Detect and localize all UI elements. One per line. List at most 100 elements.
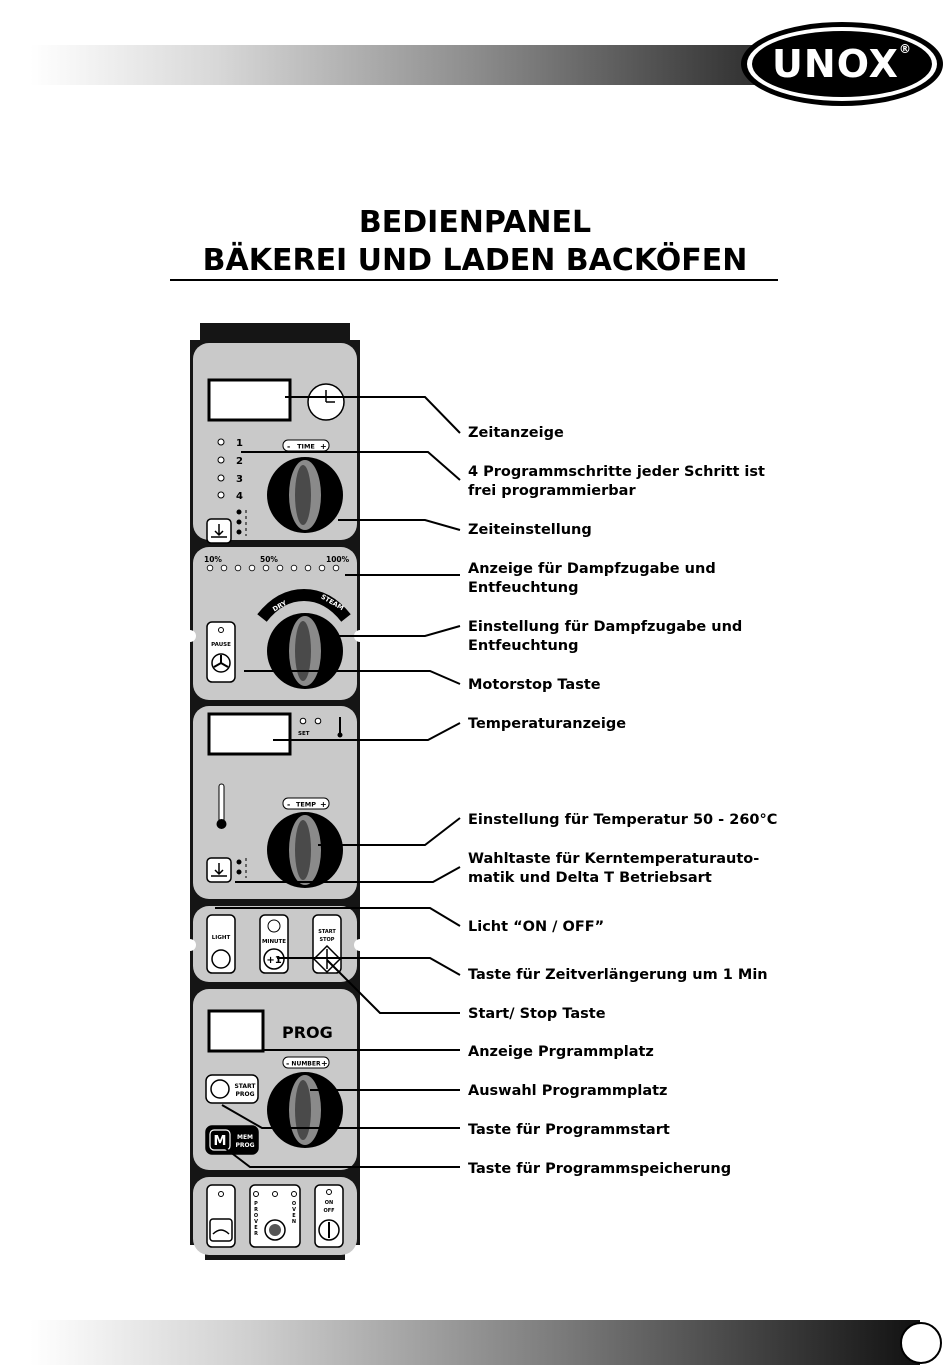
humidity-scale-50: 50% bbox=[260, 555, 278, 564]
temp-knob-arc-label bbox=[282, 797, 330, 810]
callout-zeitanzeige: Zeitanzeige bbox=[468, 425, 564, 441]
pause-button[interactable] bbox=[206, 621, 236, 683]
page-title-line1: BEDIENPANEL bbox=[358, 205, 592, 240]
start-prog-button[interactable] bbox=[205, 1074, 259, 1104]
plus-one-label: +1 bbox=[266, 955, 281, 966]
step-label-2: 2 bbox=[236, 456, 243, 467]
minute-label: MINUTE bbox=[262, 939, 286, 945]
prover-oven-selector[interactable] bbox=[249, 1184, 301, 1248]
step-label-3: 3 bbox=[236, 474, 243, 485]
right-notch-2 bbox=[354, 939, 366, 951]
set-label: SET bbox=[298, 731, 310, 737]
prover-letter-o: O bbox=[254, 1213, 258, 1219]
start-label: START bbox=[318, 929, 336, 935]
left-notch-2 bbox=[184, 939, 196, 951]
leader-line-11 bbox=[277, 957, 461, 976]
leader-line-9 bbox=[235, 866, 461, 883]
number-plus: + bbox=[321, 1059, 328, 1068]
prover-letter-r2: R bbox=[254, 1231, 258, 1237]
step-label-1: 1 bbox=[236, 438, 243, 449]
mem-prog-label-1: MEM bbox=[237, 1134, 253, 1141]
on-off-switch[interactable] bbox=[314, 1184, 344, 1248]
humidifier-button[interactable] bbox=[206, 1184, 236, 1248]
on-label: ON bbox=[325, 1200, 333, 1206]
pause-label: PAUSE bbox=[211, 642, 231, 648]
stop-label: STOP bbox=[320, 937, 335, 943]
light-label: LIGHT bbox=[212, 935, 231, 941]
callout-einstellung-temperatur: Einstellung für Temperatur 50 - 260°C bbox=[468, 812, 778, 828]
page-number-circle bbox=[900, 1322, 942, 1364]
leader-line-6 bbox=[244, 670, 461, 685]
title-underline bbox=[170, 279, 778, 281]
time-knob[interactable] bbox=[267, 457, 343, 533]
leader-line-5 bbox=[338, 625, 461, 637]
program-display bbox=[207, 1009, 265, 1053]
dry-steam-arc bbox=[257, 588, 351, 622]
core-probe-icon bbox=[206, 518, 232, 544]
leader-line-16 bbox=[224, 1147, 460, 1168]
temperature-knob[interactable] bbox=[267, 812, 343, 888]
oven-letter-e: E bbox=[292, 1213, 296, 1219]
leader-lines bbox=[215, 396, 461, 1168]
leader-line-3 bbox=[338, 519, 461, 531]
oven-letter-o: O bbox=[292, 1201, 296, 1207]
prover-letter-p: P bbox=[254, 1201, 258, 1207]
callout-temperaturanzeige: Temperaturanzeige bbox=[468, 716, 627, 732]
callout-zeitverlaengerung: Taste für Zeitverlängerung um 1 Min bbox=[468, 967, 768, 983]
mem-prog-m: M bbox=[214, 1134, 227, 1149]
oven-letter-v: V bbox=[292, 1207, 296, 1213]
set-led bbox=[299, 717, 307, 725]
thermometer-icon bbox=[216, 783, 227, 829]
oven-letter-n: N bbox=[292, 1219, 296, 1225]
number-minus: - bbox=[286, 1059, 289, 1068]
thermometer-icon-small bbox=[337, 717, 343, 738]
off-label: OFF bbox=[323, 1208, 334, 1214]
logo-text: UNOX® bbox=[772, 42, 912, 86]
program-step-leds bbox=[217, 438, 225, 499]
number-knob-label: NUMBER bbox=[291, 1061, 321, 1068]
time-knob-label: TIME bbox=[297, 443, 315, 451]
leader-line-2 bbox=[241, 451, 461, 481]
prover-letter-v: V bbox=[254, 1219, 258, 1225]
callout-anzeige-programmplatz: Anzeige Prgrammplatz bbox=[468, 1044, 654, 1060]
program-number-knob[interactable] bbox=[267, 1072, 343, 1148]
light-button[interactable] bbox=[206, 914, 236, 974]
leader-line-8 bbox=[318, 817, 461, 846]
callout-kerntemperatur: Wahltaste für Kerntemperaturauto-matik u… bbox=[468, 851, 760, 886]
probe-led bbox=[314, 717, 322, 725]
humidity-scale-10: 10% bbox=[204, 555, 222, 564]
start-stop-button[interactable] bbox=[312, 914, 342, 974]
mem-prog-label-2: PROG bbox=[235, 1142, 254, 1149]
callout-zeiteinstellung: Zeiteinstellung bbox=[468, 522, 592, 538]
footer-gradient-bar bbox=[30, 1320, 920, 1365]
callout-auswahl-programmplatz: Auswahl Programmplatz bbox=[468, 1083, 668, 1099]
callout-licht: Licht “ON / OFF” bbox=[468, 919, 605, 935]
temp-knob-label: TEMP bbox=[296, 801, 316, 809]
humidity-led-bar bbox=[206, 564, 340, 572]
callout-start-stop: Start/ Stop Taste bbox=[468, 1006, 606, 1022]
callout-programmstart: Taste für Programmstart bbox=[468, 1122, 670, 1138]
temp-plus: + bbox=[320, 800, 327, 809]
humidity-knob[interactable] bbox=[267, 613, 343, 689]
temp-minus: - bbox=[287, 800, 290, 809]
temperature-display bbox=[207, 712, 292, 756]
leader-line-1 bbox=[285, 396, 461, 434]
time-plus: + bbox=[320, 442, 327, 451]
start-prog-label-2: PROG bbox=[235, 1091, 254, 1098]
core-temp-mode-button[interactable] bbox=[206, 857, 247, 883]
step-label-4: 4 bbox=[236, 491, 243, 502]
left-notch-1 bbox=[184, 630, 196, 642]
time-minus: - bbox=[287, 442, 290, 451]
leader-line-7 bbox=[273, 722, 461, 741]
callout-programmspeicherung: Taste für Programmspeicherung bbox=[468, 1161, 732, 1177]
humidity-scale-100: 100% bbox=[326, 555, 350, 564]
header-gradient-bar bbox=[30, 45, 775, 85]
leader-line-15 bbox=[221, 1104, 460, 1129]
leader-line-10 bbox=[215, 907, 461, 927]
callout-motorstop: Motorstop Taste bbox=[468, 677, 601, 693]
prog-label: PROG bbox=[282, 1023, 333, 1042]
number-knob-arc-label bbox=[282, 1056, 330, 1069]
